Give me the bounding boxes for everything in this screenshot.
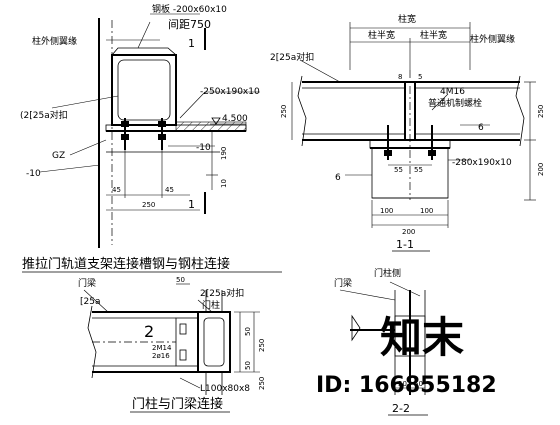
leader-channel-c (197, 299, 213, 313)
flange-w2-label: 柱半宽 (420, 29, 447, 41)
leader-post-side (389, 281, 421, 297)
leader-door-beam-d (339, 289, 396, 301)
detail-c-caption: 门柱与门梁连接 (132, 396, 223, 412)
plate-10a-label: -10 (196, 143, 211, 153)
watermark: 知末 ID: 166855182 (316, 313, 497, 398)
weld-top-label: 6 (478, 123, 484, 133)
steel-plate-label: 钢板 -200x60x10 (152, 3, 227, 15)
plate-250-label: -250x190x10 (200, 87, 260, 97)
dim-v-250-left-text: 250 (280, 105, 288, 118)
column-side-label: 柱外侧翼缘 (32, 35, 77, 47)
leader-angle (179, 377, 201, 389)
elev-label: 4.500 (222, 114, 248, 124)
dim-190: 190 (220, 147, 228, 160)
gap-r-label: 5 (418, 73, 422, 81)
col-width-label: 柱宽 (398, 13, 416, 25)
dim-d-50a: 50 (398, 380, 407, 388)
nut-left (121, 134, 129, 140)
dim-55a: 55 (394, 166, 403, 174)
door-beam-break (87, 305, 97, 379)
dim-200-b: 200 (402, 228, 415, 236)
leader-10b (39, 164, 101, 173)
door-post-side-label: 门柱侧 (374, 267, 401, 279)
door-post-inner (203, 317, 225, 367)
section-title-d: 2-2 (392, 402, 410, 415)
col-side-label: 柱外侧翼缘 (470, 33, 515, 45)
leader-250 (179, 91, 206, 119)
spacing-label: 间距750 (168, 18, 211, 31)
bolts-label: 4M16 (440, 87, 465, 97)
dim-c-250a: 250 (258, 339, 266, 352)
nut-b-left (384, 150, 392, 156)
num-label: 2 (144, 322, 154, 341)
dim-100a: 100 (380, 207, 393, 215)
weld-left-label: 6 (335, 173, 341, 183)
dim-d-50b: 50 (414, 380, 423, 388)
dim-c-250b: 250 (258, 377, 266, 390)
door-beam-label: 门梁 (78, 277, 96, 289)
dim-v-250-right-text: 250 (537, 105, 545, 118)
channel-inner (117, 59, 171, 121)
detail-b: 柱宽 柱半宽 柱半宽 柱外侧翼缘 2[25a对扣 8 5 4M16 普通机制螺栓… (270, 13, 545, 252)
break-right (515, 75, 525, 147)
dim-250: 250 (142, 201, 155, 209)
leader-channel (51, 95, 119, 109)
watermark-logo: 知末 (380, 313, 464, 362)
dim-55b: 55 (414, 166, 423, 174)
dim-v-200-text: 200 (537, 163, 545, 176)
leader-bolts (431, 93, 449, 111)
section-number-bottom: 1 (188, 198, 195, 211)
door-beam-d-label: 门梁 (334, 277, 352, 289)
elev-triangle (211, 117, 221, 125)
leader-channel-b (299, 59, 341, 83)
channel-box (111, 54, 177, 126)
dim-100b: 100 (420, 207, 433, 215)
dim-c-50-label: 50 (176, 276, 185, 284)
channel-b-label: 2[25a对扣 (270, 51, 314, 63)
top-plate (111, 47, 178, 56)
plate-d (394, 315, 426, 357)
channel-label: (2[25a对扣 (20, 109, 68, 121)
bolt-c-1 (179, 323, 187, 335)
dim-c-50b: 50 (244, 361, 252, 370)
dim-45a: 45 (112, 186, 121, 194)
angle-label: L100x80x8 (200, 384, 250, 394)
bolt-head-right (158, 121, 166, 127)
door-post-label: 门柱 (202, 299, 220, 311)
gap-label: 8 (398, 73, 402, 81)
leader-door-beam (83, 289, 109, 313)
bolts-c-label: 2M14 (152, 344, 172, 352)
angle-plate (175, 317, 199, 367)
dim-10: 10 (220, 179, 228, 188)
plate-b-label: -280x190x10 (452, 158, 512, 168)
detail-a: 钢板 -200x60x10 间距750 柱外侧翼缘 (2[25a对扣 -250x… (20, 3, 260, 248)
flange-w1-label: 柱半宽 (368, 29, 395, 41)
plate-10b-label: -10 (26, 169, 41, 179)
detail-c-title: 推拉门轨道支架连接槽钢与钢柱连接 (22, 256, 230, 272)
section-title-b: 1-1 (396, 238, 414, 251)
leader-plate (137, 21, 151, 49)
dim-45b: 45 (165, 186, 174, 194)
watermark-id: ID: 166855182 (316, 373, 497, 398)
bolt-type-label: 普通机制螺栓 (428, 97, 482, 109)
break-left (297, 75, 307, 147)
detail-d: 门梁 门柱侧 50 50 2-2 (334, 267, 428, 416)
section-number-top: 1 (188, 37, 195, 50)
channel-ref-label: [25a (80, 297, 100, 307)
beam-d-arrow (351, 314, 361, 342)
bolt-head-left (121, 121, 129, 127)
leader-gz (69, 139, 107, 156)
bolt-sub-label: 2ø16 (152, 352, 170, 360)
gz-label: GZ (52, 151, 65, 161)
nut-right (158, 134, 166, 140)
nut-b-right (428, 150, 436, 156)
detail-c: 推拉门轨道支架连接槽钢与钢柱连接 门梁 [25a 50 2[25 (22, 256, 282, 413)
door-post-box (197, 311, 231, 373)
dim-c-50a: 50 (244, 327, 252, 336)
channel-c-label: 2[25a对扣 (200, 287, 244, 299)
bolt-c-2 (179, 349, 187, 361)
